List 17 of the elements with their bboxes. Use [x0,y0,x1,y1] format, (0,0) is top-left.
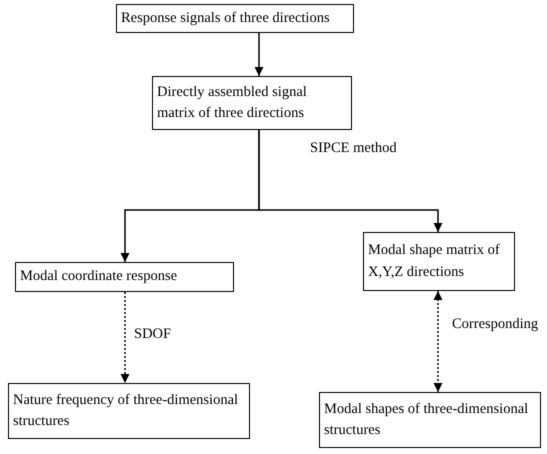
process-box [116,4,354,33]
process-box [8,383,250,439]
box-text: Modal shapes of three-dimensional structures [324,400,530,440]
arrow [254,33,264,76]
process-box [15,262,234,292]
arrow [258,130,442,232]
arrow [120,292,130,383]
arrow [434,291,442,392]
process-box [319,392,541,448]
box-text: Nature frequency of three-dimensional structures [13,390,240,431]
process-box [152,76,352,130]
edge-label: Corresponding [450,316,540,333]
box-text: Modal shape matrix of X,Y,Z directions [368,241,501,282]
process-box [363,232,515,291]
box-text: Response signals of three directions [121,8,330,28]
box-text: Directly assembled signal matrix of three directions [157,82,308,123]
box-text: Modal coordinate response [20,267,178,286]
